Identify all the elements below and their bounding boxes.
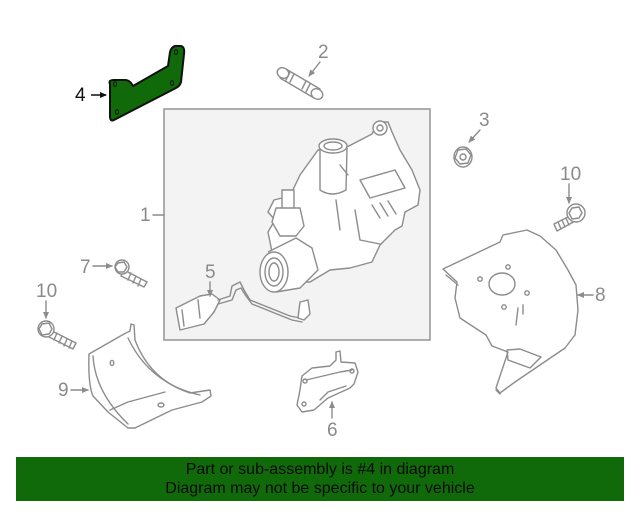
banner-line-disclaimer: Diagram may not be specific to your vehi… bbox=[165, 480, 475, 497]
svg-text:8: 8 bbox=[595, 285, 606, 306]
callout-7: 7 bbox=[80, 257, 113, 278]
callout-5: 5 bbox=[205, 262, 216, 297]
callout-3: 3 bbox=[468, 110, 490, 143]
part-8-cover-plate[interactable] bbox=[442, 229, 579, 395]
part-10-bolt-left[interactable] bbox=[37, 320, 77, 350]
callout-6: 6 bbox=[327, 401, 338, 441]
svg-text:7: 7 bbox=[80, 257, 91, 278]
svg-text:10: 10 bbox=[36, 281, 57, 302]
part-2-stud[interactable] bbox=[275, 66, 324, 102]
svg-text:5: 5 bbox=[205, 262, 216, 283]
svg-text:3: 3 bbox=[479, 110, 490, 131]
svg-text:6: 6 bbox=[327, 420, 338, 441]
callout-4: 4 bbox=[75, 85, 107, 106]
svg-text:1: 1 bbox=[140, 205, 151, 226]
part-5-sensor[interactable] bbox=[175, 281, 311, 331]
part-7-bolt[interactable] bbox=[114, 259, 148, 288]
part-9-bracket[interactable] bbox=[88, 323, 212, 429]
callout-10-left: 10 bbox=[36, 281, 57, 319]
info-banner: Part or sub-assembly is #4 in diagram Di… bbox=[16, 457, 624, 501]
callout-8: 8 bbox=[577, 285, 606, 306]
svg-text:4: 4 bbox=[75, 85, 86, 106]
callout-1: 1 bbox=[140, 205, 165, 226]
banner-line-part-number: Part or sub-assembly is #4 in diagram bbox=[185, 461, 455, 478]
part-3-nut[interactable] bbox=[453, 146, 473, 168]
svg-text:2: 2 bbox=[318, 42, 329, 63]
callout-2: 2 bbox=[308, 42, 329, 77]
part-1-steering-lock-assembly[interactable] bbox=[163, 108, 431, 341]
callout-9: 9 bbox=[58, 380, 89, 401]
svg-text:9: 9 bbox=[58, 380, 69, 401]
part-6-bracket[interactable] bbox=[296, 350, 359, 413]
callout-10-right: 10 bbox=[560, 164, 581, 204]
svg-text:10: 10 bbox=[560, 164, 581, 185]
part-10-bolt-right[interactable] bbox=[553, 203, 586, 232]
part-4-gasket-highlighted[interactable] bbox=[108, 44, 186, 122]
